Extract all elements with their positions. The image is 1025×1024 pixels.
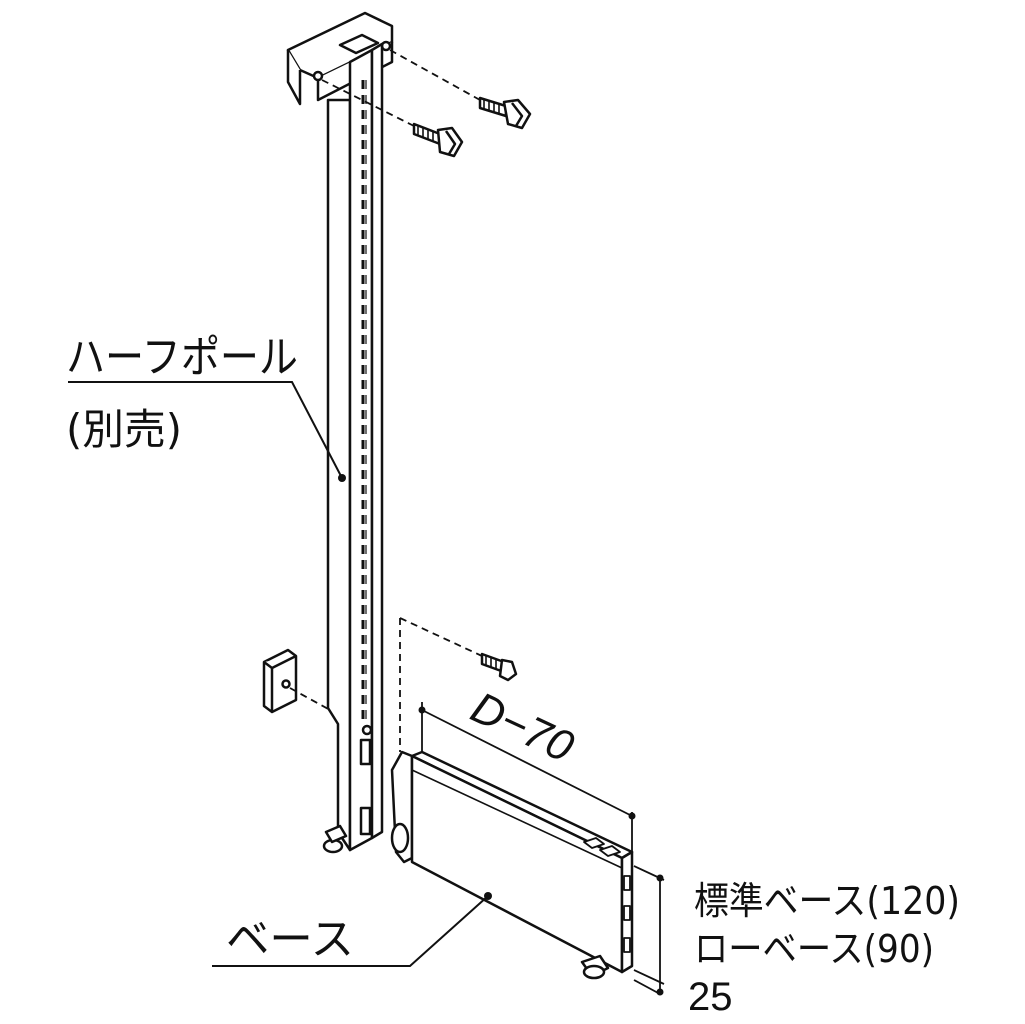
side-clip <box>262 648 298 714</box>
pole-body <box>322 42 384 854</box>
label-half-pole: ハーフポール <box>66 332 298 383</box>
label-thickness-dimension: 25 <box>688 975 733 1019</box>
screws <box>412 96 532 682</box>
label-depth-dimension: D−70 <box>464 683 582 773</box>
assembly-guides <box>289 49 483 752</box>
bottom-screw <box>480 652 518 682</box>
label-base: ベース <box>226 914 354 965</box>
label-low-base: ローベース(90) <box>694 927 934 971</box>
thumb-screw-lower <box>412 122 464 158</box>
label-sold-separately: (別売) <box>66 405 182 454</box>
leader-dots <box>338 474 492 900</box>
dimension-ticks <box>418 706 664 996</box>
base-unit <box>390 750 634 980</box>
thumb-screw-upper <box>478 96 532 130</box>
half-pole-assembly <box>262 11 394 854</box>
label-standard-base: 標準ベース(120) <box>694 879 960 923</box>
leader-lines <box>68 381 489 967</box>
